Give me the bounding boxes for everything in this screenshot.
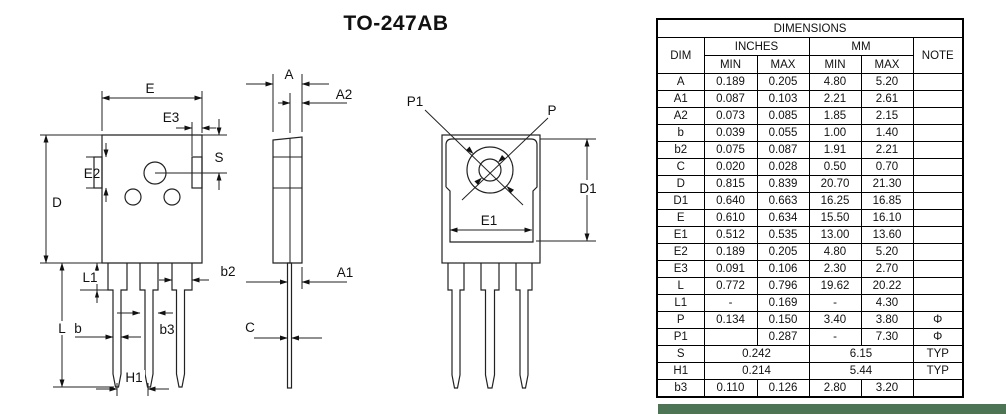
mounting-hole-outer (466, 146, 514, 194)
front-dimensions (40, 91, 227, 396)
back-lead-2 (480, 263, 500, 389)
side-view (272, 136, 303, 389)
back-lead-3 (515, 263, 533, 389)
dim-label-A2: A2 (336, 87, 353, 102)
dim-label-E2: E2 (84, 166, 101, 181)
label-backgrounds (49, 180, 600, 384)
side-body-outline (272, 136, 303, 264)
dim-label-S: S (214, 150, 223, 165)
side-dimensions (246, 74, 347, 341)
dim-label-A1: A1 (337, 265, 354, 280)
front-lead-2 (139, 263, 159, 388)
dim-label-b3: b3 (159, 322, 174, 337)
col-header-max-mm: MAX (860, 55, 914, 74)
dim-label-P1: P1 (407, 94, 424, 109)
dim-label-A: A (284, 67, 293, 82)
dim-label-H1: H1 (125, 370, 142, 385)
back-body-outline (441, 134, 541, 264)
back-view (441, 134, 541, 389)
back-tab-outline (445, 138, 538, 243)
front-body-outline (101, 134, 203, 264)
back-dimensions (424, 109, 596, 242)
col-header-inches: INCHES (703, 37, 810, 56)
front-lead-3 (171, 263, 193, 388)
col-header-note: NOTE (912, 37, 964, 74)
dim-label-b: b (74, 321, 82, 336)
dim-label-E3: E3 (163, 110, 180, 125)
mounting-hole-inner (478, 158, 502, 182)
dimensions-table: DIMENSIONS DIM INCHES MM NOTE MIN MAX MI… (656, 18, 965, 398)
dim-label-D1: D1 (579, 181, 596, 196)
side-body-detail (273, 138, 302, 263)
dim-label-C: C (245, 320, 255, 335)
back-lead-1 (447, 263, 465, 389)
col-header-max-inches: MAX (756, 55, 810, 74)
p1-leader (424, 109, 524, 206)
dim-label-D: D (52, 195, 62, 210)
dim-label-E1: E1 (481, 213, 498, 228)
dim-label-E: E (145, 81, 154, 96)
dim-label-P: P (547, 103, 556, 118)
table-row: L1-0.169-4.30 (656, 294, 964, 312)
dim-label-b2: b2 (220, 264, 235, 279)
dim-label-L1: L1 (82, 270, 97, 285)
pin-dimple-left (124, 188, 142, 206)
pin-dimple-right (163, 188, 181, 206)
col-header-dim: DIM (656, 37, 705, 74)
side-lead (286, 262, 293, 389)
col-header-min-mm: MIN (808, 55, 862, 74)
front-lead-1 (107, 263, 128, 388)
dim-label-L: L (58, 321, 66, 336)
col-header-mm: MM (808, 37, 914, 56)
col-header-min-inches: MIN (703, 55, 758, 74)
front-left-ear (93, 156, 103, 189)
page-title: TO-247AB (343, 12, 449, 35)
table-title: DIMENSIONS (656, 18, 964, 38)
footer-accent-bar (658, 404, 1006, 414)
dimension-labels: E E3 S E2 D L1 L b b3 H1 b2 A A2 A1 C P1… (52, 67, 597, 385)
